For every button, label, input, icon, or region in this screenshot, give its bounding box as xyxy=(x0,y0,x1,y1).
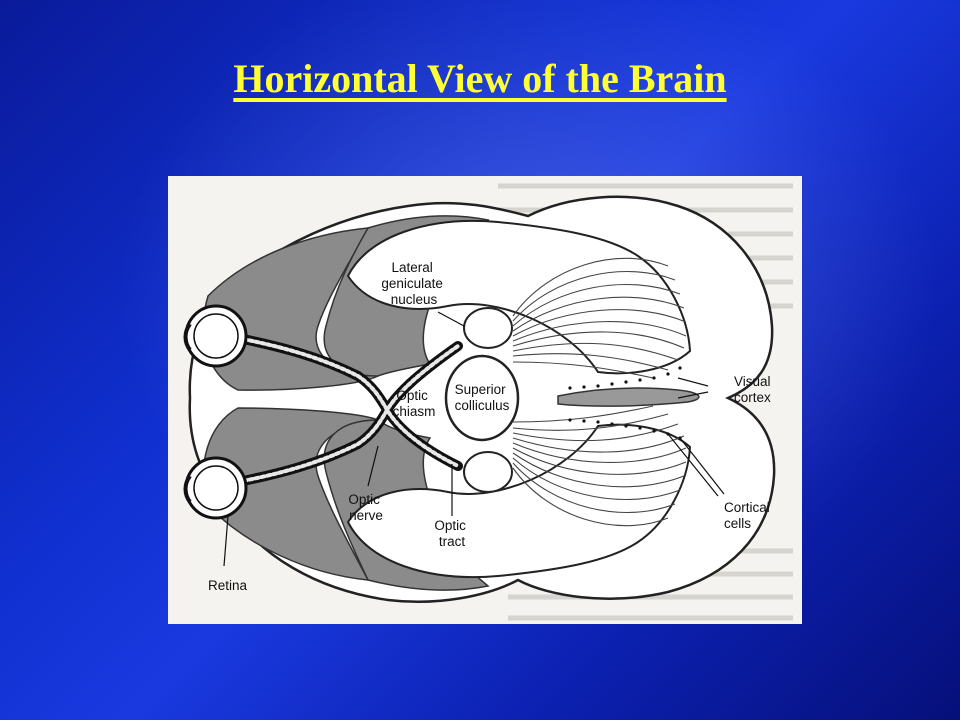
slide-title: Horizontal View of the Brain xyxy=(233,56,727,101)
svg-text:Optic tract: Optic tract xyxy=(434,518,469,549)
label-visual-cortex-line2: cortex xyxy=(734,390,771,405)
svg-text:Cortical cells: Cortical cells xyxy=(724,500,774,531)
cortical-cell-dots xyxy=(568,366,682,440)
brain-diagram: Lateral geniculate nucleus Optic chiasm … xyxy=(168,176,802,624)
label-optic-nerve-line1: Optic xyxy=(348,492,380,507)
leader-lines xyxy=(223,311,725,567)
label-retina: Retina xyxy=(208,578,248,593)
superior-colliculus xyxy=(444,354,520,442)
eye-upper xyxy=(183,304,248,368)
optic-radiations xyxy=(512,257,687,527)
eye-lower xyxy=(183,456,248,520)
svg-text:Lateral geniculate: Lateral geniculate nucleus xyxy=(381,260,446,307)
lateral-geniculate-nucleus-lower xyxy=(463,451,513,493)
svg-text:Optic chiasm: Optic chiasm xyxy=(393,388,436,419)
label-visual-cortex-line1: Visual xyxy=(734,374,771,389)
label-optic-tract-line1: Optic xyxy=(434,518,466,533)
label-optic-chiasm-line2: chiasm xyxy=(393,404,436,419)
label-cortical-cells-line1: Cortical xyxy=(724,500,770,515)
label-optic-tract-line2: tract xyxy=(439,534,466,549)
label-cortical-cells-line2: cells xyxy=(724,516,751,531)
label-superior-colliculus-line2: colliculus xyxy=(455,398,510,413)
optic-pathways xyxy=(233,333,463,487)
label-lgn-line2: geniculate xyxy=(381,276,443,291)
label-lgn-line3: nucleus xyxy=(391,292,438,307)
lateral-geniculate-nucleus-upper xyxy=(463,307,513,349)
label-optic-nerve-line2: nerve xyxy=(349,508,383,523)
svg-text:Visual cortex: Visual cortex xyxy=(734,374,774,405)
label-superior-colliculus-line1: Superior xyxy=(455,382,507,397)
label-lgn-line1: Lateral xyxy=(391,260,432,275)
svg-text:Optic nerve: Optic nerve xyxy=(348,492,383,523)
svg-text:Superior colliculus: Superior colliculus xyxy=(455,382,510,413)
label-optic-chiasm-line1: Optic xyxy=(396,388,428,403)
